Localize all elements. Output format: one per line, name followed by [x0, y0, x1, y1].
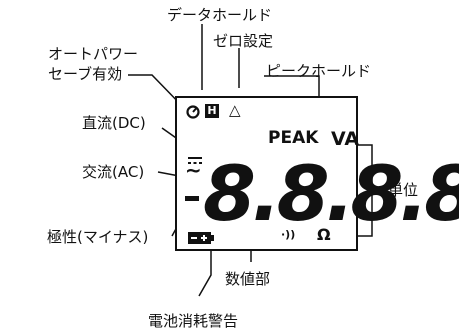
line-power-save — [128, 74, 187, 111]
power-save-icon — [186, 104, 200, 119]
label-auto-power-save-2: セーブ有効 — [48, 65, 123, 83]
ac-symbol: ∼ — [185, 158, 202, 182]
label-ac: 交流(AC) — [82, 163, 145, 181]
label-numeric: 数値部 — [225, 270, 271, 288]
label-zero-setting: ゼロ設定 — [213, 32, 274, 50]
minus-indicator — [185, 196, 199, 201]
dc-symbol — [187, 151, 202, 170]
line-battery — [198, 242, 212, 297]
label-battery-warning: 電池消耗警告 — [148, 312, 239, 330]
label-unit: 単位 — [388, 181, 419, 199]
label-polarity: 極性(マイナス) — [47, 228, 149, 246]
label-dc: 直流(DC) — [82, 114, 146, 132]
numeric-display: 8.8.8.8 — [203, 149, 459, 238]
label-auto-power-save-1: オートパワー — [48, 45, 139, 63]
label-peak-hold: ピークホールド — [266, 62, 372, 80]
battery-icon — [188, 229, 214, 244]
peak-indicator: PEAK — [268, 128, 319, 148]
lcd-panel: H △ PEAK VA ∼ 8.8.8.8 ·)) Ω — [175, 96, 459, 251]
buzzer-icon: ·)) — [281, 228, 296, 241]
label-data-hold: データホールド — [167, 6, 273, 24]
delta-icon: △ — [229, 101, 241, 119]
ohm-unit: Ω — [317, 225, 331, 244]
hold-icon: H — [205, 104, 219, 118]
va-unit: VA — [331, 128, 360, 150]
